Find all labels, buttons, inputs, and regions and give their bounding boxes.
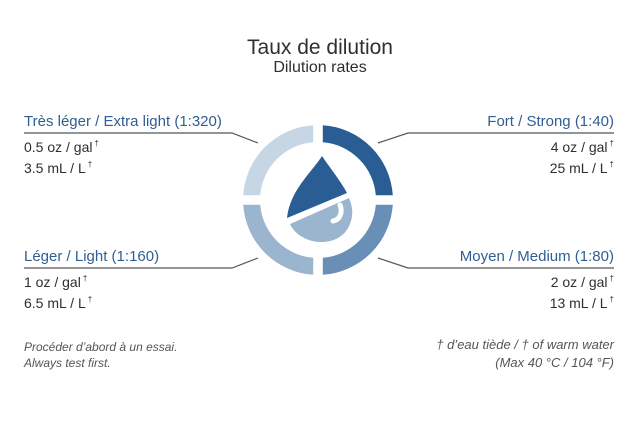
page-subtitle: Dilution rates: [273, 59, 367, 76]
water-temperature-note: † d’eau tiède / † of warm water (Max 40 …: [436, 336, 614, 372]
leader-line-strong: [377, 132, 614, 144]
dagger-mark: †: [609, 295, 614, 304]
rate-extra-light-oz: 0.5 oz / gal†: [24, 139, 99, 155]
dagger-mark: †: [94, 139, 99, 148]
leader-line-light: [24, 257, 259, 269]
dagger-mark: †: [609, 274, 614, 283]
rate-strong: Fort / Strong (1:40) 4 oz / gal† 25 mL /…: [487, 113, 614, 177]
leader-line-extra-light: [24, 132, 259, 144]
dagger-mark: †: [87, 160, 93, 169]
rate-medium-oz: 2 oz / gal†: [550, 274, 614, 290]
max-temperature-note: (Max 40 °C / 104 °F): [495, 355, 614, 370]
dagger-mark: †: [82, 274, 88, 283]
rate-light-oz: 1 oz / gal†: [24, 274, 88, 290]
rate-light-label: Léger / Light (1:160): [24, 248, 160, 265]
segment-medium: [322, 204, 393, 275]
rate-extra-light-label: Très léger / Extra light (1:320): [24, 113, 222, 130]
test-note-en: Always test first.: [24, 356, 111, 370]
rate-extra-light-ml: 3.5 mL / L†: [24, 160, 93, 176]
rate-light-ml: 6.5 mL / L†: [24, 295, 93, 311]
warm-water-note: † d’eau tiède / † of warm water: [436, 337, 614, 352]
segment-light: [243, 204, 314, 275]
segment-strong: [322, 125, 393, 196]
rate-extra-light: Très léger / Extra light (1:320) 0.5 oz …: [24, 113, 222, 177]
rate-strong-ml: 25 mL / L†: [549, 160, 614, 176]
rate-medium: Moyen / Medium (1:80) 2 oz / gal† 13 mL …: [460, 248, 614, 312]
rate-strong-label: Fort / Strong (1:40): [487, 113, 614, 130]
rate-strong-oz: 4 oz / gal†: [550, 139, 614, 155]
water-drop-icon: [287, 156, 353, 243]
test-first-note: Procéder d’abord à un essai. Always test…: [24, 339, 177, 371]
test-note-fr: Procéder d’abord à un essai.: [24, 340, 178, 354]
dagger-mark: †: [609, 160, 614, 169]
leader-line-medium: [377, 257, 614, 269]
rate-medium-ml: 13 mL / L†: [549, 295, 614, 311]
dagger-mark: †: [87, 295, 93, 304]
dagger-mark: †: [609, 139, 614, 148]
rate-light: Léger / Light (1:160) 1 oz / gal† 6.5 mL…: [24, 248, 159, 312]
page-title: Taux de dilution: [247, 36, 393, 59]
segment-extra-light: [243, 125, 314, 196]
rate-medium-label: Moyen / Medium (1:80): [459, 248, 614, 265]
